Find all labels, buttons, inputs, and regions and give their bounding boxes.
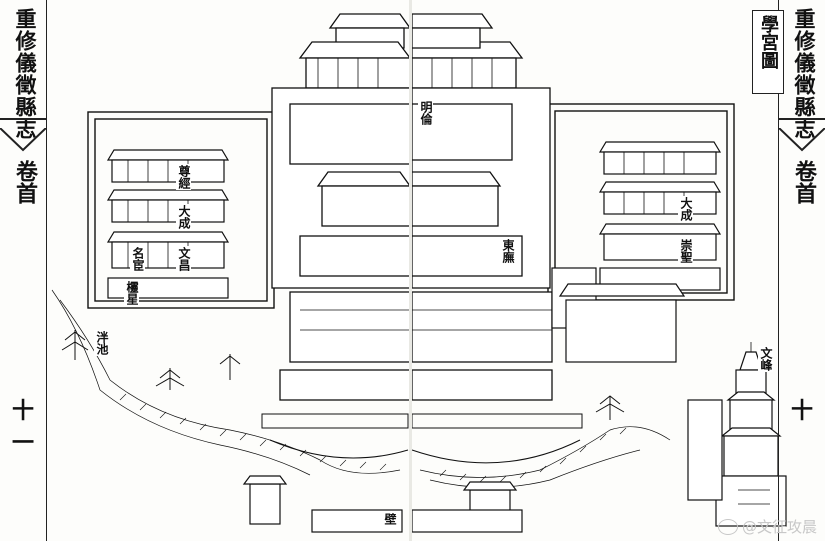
label-left-hall-1: 尊經 xyxy=(176,164,191,190)
label-tower: 文峰 xyxy=(758,346,773,372)
weibo-icon xyxy=(717,518,738,535)
left-fish-tail-mark xyxy=(0,128,46,152)
book-gutter xyxy=(409,0,412,541)
right-fish-tail-mark xyxy=(779,128,825,152)
left-juan-label: 卷首 xyxy=(12,160,38,204)
left-book-title: 重修儀徵縣志 xyxy=(13,8,38,140)
right-book-title: 重修儀徵縣志 xyxy=(792,8,817,140)
label-right-hall-1: 大成 xyxy=(678,196,693,222)
left-fold-line xyxy=(0,118,46,120)
label-left-gate: 欞星 xyxy=(124,280,139,306)
right-page: 重修儀徵縣志 卷首 十 學宮圖 xyxy=(412,0,825,541)
left-margin-column: 重修儀徵縣志 卷首 十一 xyxy=(0,0,47,541)
map-title-cartouche: 學宮圖 xyxy=(752,10,784,94)
right-folio-number: 十 xyxy=(790,398,813,424)
map-title: 學宮圖 xyxy=(758,15,779,69)
label-bi: 壁 xyxy=(382,512,397,526)
left-folio-number: 十一 xyxy=(11,398,34,456)
label-dong-wu: 東廡 xyxy=(500,238,515,264)
right-fold-line xyxy=(779,118,825,120)
label-left-hall-4: 文昌 xyxy=(176,246,191,272)
right-margin-column: 重修儀徵縣志 卷首 十 xyxy=(778,0,825,541)
label-left-hall-2: 大成 xyxy=(176,204,191,230)
label-pan-chi: 泮池 xyxy=(94,330,109,356)
weibo-watermark: @文征攻晨 xyxy=(717,516,817,537)
watermark-text: @文征攻晨 xyxy=(741,518,817,536)
right-juan-label: 卷首 xyxy=(791,160,817,204)
left-page: 重修儀徵縣志 卷首 十一 xyxy=(0,0,410,541)
label-left-hall-3: 名宦 xyxy=(130,246,145,272)
label-right-hall-2: 崇聖 xyxy=(678,238,693,264)
label-ming-lun: 明倫 xyxy=(418,100,433,126)
